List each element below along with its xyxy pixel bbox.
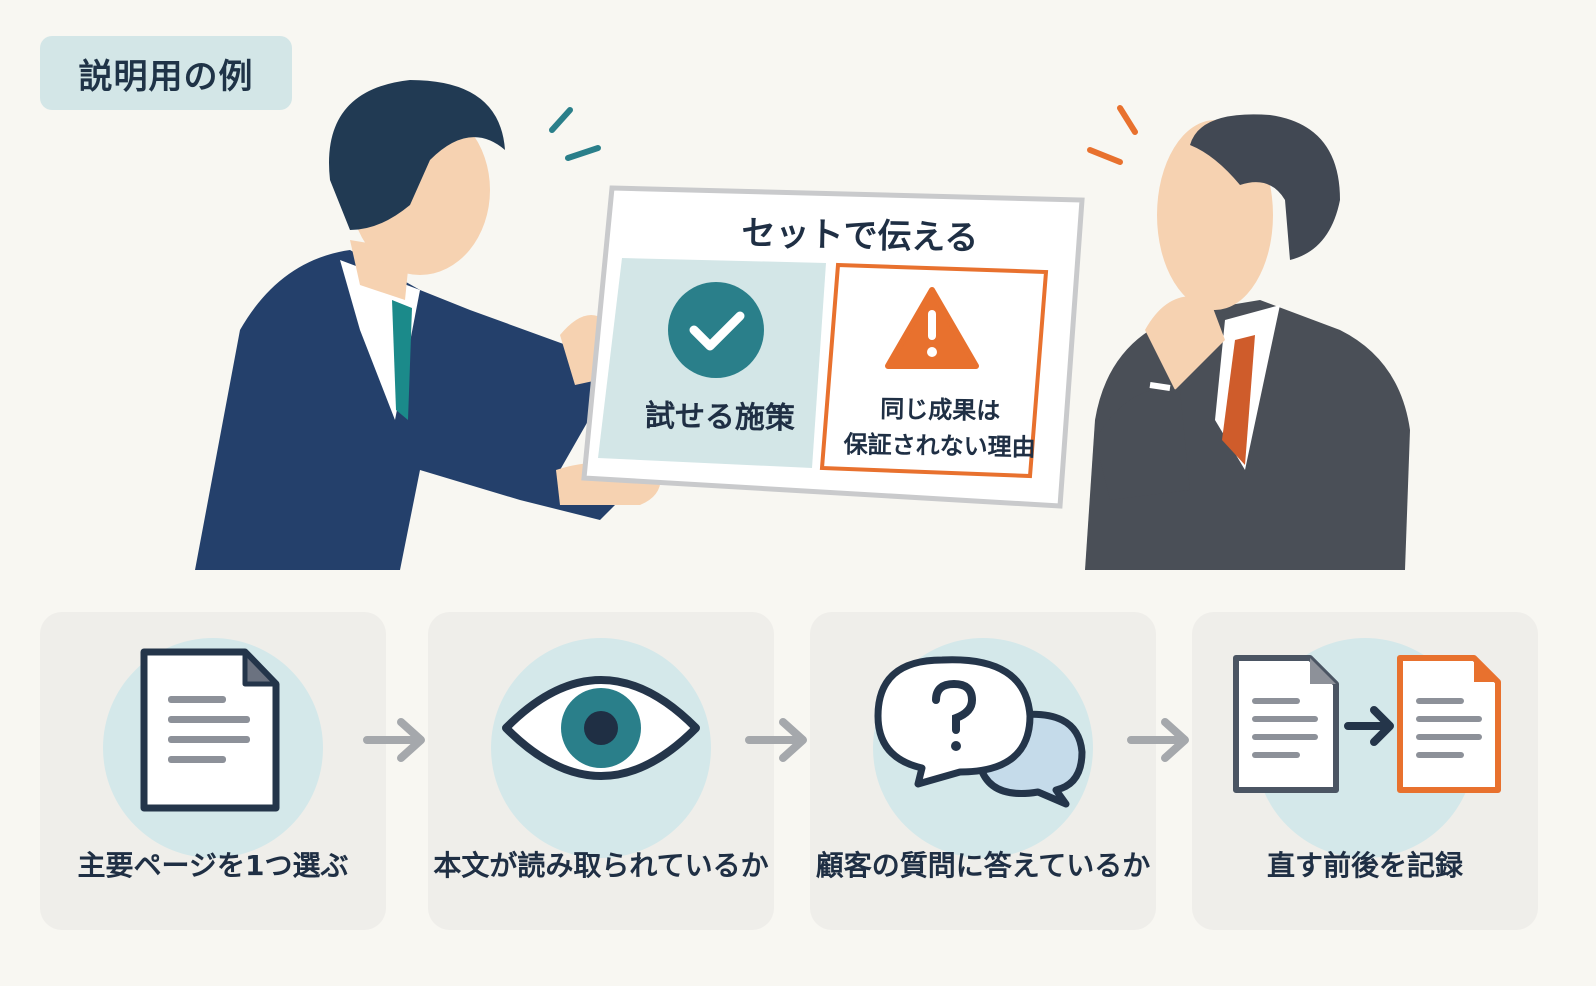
step-body-text-read: 本文が読み取られているか (428, 612, 774, 930)
eye-icon (502, 676, 700, 780)
check-circle-icon (668, 282, 764, 378)
before-after-document-icon (1233, 655, 1501, 793)
try-panel-label: 試せる施策 (644, 398, 796, 437)
example-tag: 説明用の例 (40, 36, 292, 110)
arrow-right-icon (745, 718, 807, 762)
reason-line-1: 同じ成果は (880, 394, 1001, 426)
presenter-figure (195, 80, 661, 570)
process-steps: 主要ページを1つ選ぶ 本文が読み取られているか 顧客の質問に答えているか (40, 612, 1556, 930)
board-title: セットで伝える (741, 213, 979, 259)
example-tag-label: 説明用の例 (78, 56, 254, 97)
reason-panel-label: 同じ成果は 保証されない理由 (829, 390, 1050, 466)
question-bubble-icon (874, 656, 1086, 808)
presentation-board (581, 185, 1085, 509)
step-label: 本文が読み取られているか (433, 849, 769, 882)
document-icon (140, 648, 280, 812)
reason-line-2: 保証されない理由 (843, 430, 1036, 462)
teal-emphasis-marks (549, 107, 601, 161)
step-label: 顧客の質問に答えているか (815, 849, 1151, 882)
step-label: 主要ページを1つ選ぶ (77, 849, 349, 882)
listener-figure (1085, 114, 1410, 570)
meeting-illustration (195, 80, 1410, 570)
step-record-before-after: 直す前後を記録 (1192, 612, 1538, 930)
warning-triangle-icon (885, 287, 979, 369)
arrow-right-icon (1127, 718, 1189, 762)
step-select-page: 主要ページを1つ選ぶ (40, 612, 386, 930)
step-label: 直す前後を記録 (1266, 849, 1463, 882)
step-answer-questions: 顧客の質問に答えているか (810, 612, 1156, 930)
orange-emphasis-marks (1087, 105, 1138, 165)
arrow-right-icon (363, 718, 425, 762)
